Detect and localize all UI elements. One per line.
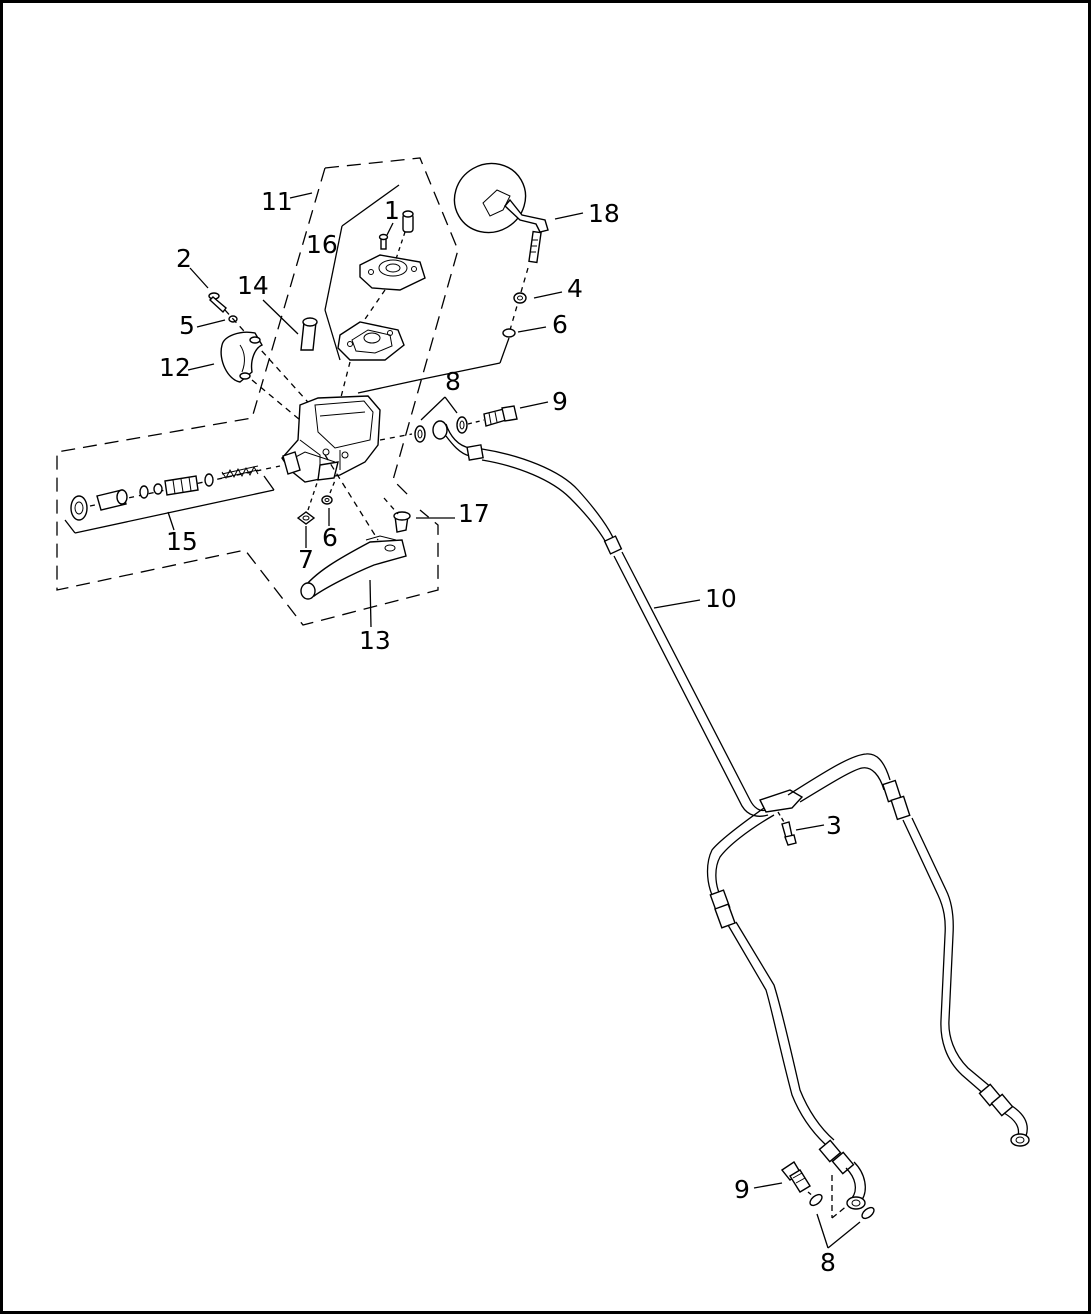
- callout-1: 1: [384, 196, 400, 225]
- cover-screw: [378, 233, 389, 250]
- lower-crush-washer-b: [861, 1206, 875, 1220]
- callout-6-upper: 6: [552, 310, 568, 339]
- callout-14: 14: [237, 271, 269, 300]
- upper-crush-washer-a: [414, 425, 426, 443]
- callout-10: 10: [705, 584, 737, 613]
- callout-labels: 11 1 16 2 14 5 12 18 4 6 8 9 17 15 6 7 1…: [159, 187, 842, 1277]
- brake-line: [432, 420, 1030, 1210]
- callout-8-lower: 8: [820, 1248, 836, 1277]
- leader-lines: [167, 184, 861, 1249]
- upper-crush-washer-b: [456, 416, 468, 434]
- lever-washer: [321, 495, 333, 505]
- lever-bushing: [393, 511, 411, 533]
- mirror-washer: [502, 328, 516, 338]
- piston-kit: [64, 465, 281, 534]
- callout-8-upper: 8: [445, 367, 461, 396]
- callout-11: 11: [261, 187, 293, 216]
- callout-4: 4: [567, 274, 583, 303]
- brake-lever: [300, 535, 407, 600]
- callout-17: 17: [458, 499, 490, 528]
- callout-3: 3: [826, 811, 842, 840]
- pivot-pin: [300, 317, 318, 351]
- callout-16: 16: [306, 230, 338, 259]
- handlebar-clamp: [220, 331, 264, 383]
- mirror-nut: [513, 292, 527, 304]
- junction-screw: [777, 811, 797, 846]
- reservoir-cover: [359, 254, 426, 291]
- assembly-outline-upper: [56, 157, 459, 626]
- lever-pivot-nut: [296, 511, 316, 525]
- reservoir-sight-glass: [394, 210, 414, 263]
- callout-9-lower: 9: [734, 1175, 750, 1204]
- clamp-screw: [208, 292, 227, 314]
- callout-15: 15: [166, 527, 198, 556]
- exploded-parts-diagram: 11 1 16 2 14 5 12 18 4 6 8 9 17 15 6 7 1…: [56, 157, 1030, 1277]
- callout-6-lower: 6: [322, 523, 338, 552]
- callout-5: 5: [179, 311, 195, 340]
- callout-18: 18: [588, 199, 620, 228]
- callout-9-upper: 9: [552, 387, 568, 416]
- callout-13: 13: [359, 626, 391, 655]
- mirror: [453, 162, 549, 331]
- master-cylinder-body: [281, 395, 381, 483]
- callout-2: 2: [176, 244, 192, 273]
- callout-12: 12: [159, 353, 191, 382]
- upper-banjo-bolt: [483, 405, 518, 427]
- lower-banjo-bolt: [780, 1161, 811, 1193]
- reservoir-diaphragm: [337, 321, 405, 361]
- callout-7: 7: [298, 545, 314, 574]
